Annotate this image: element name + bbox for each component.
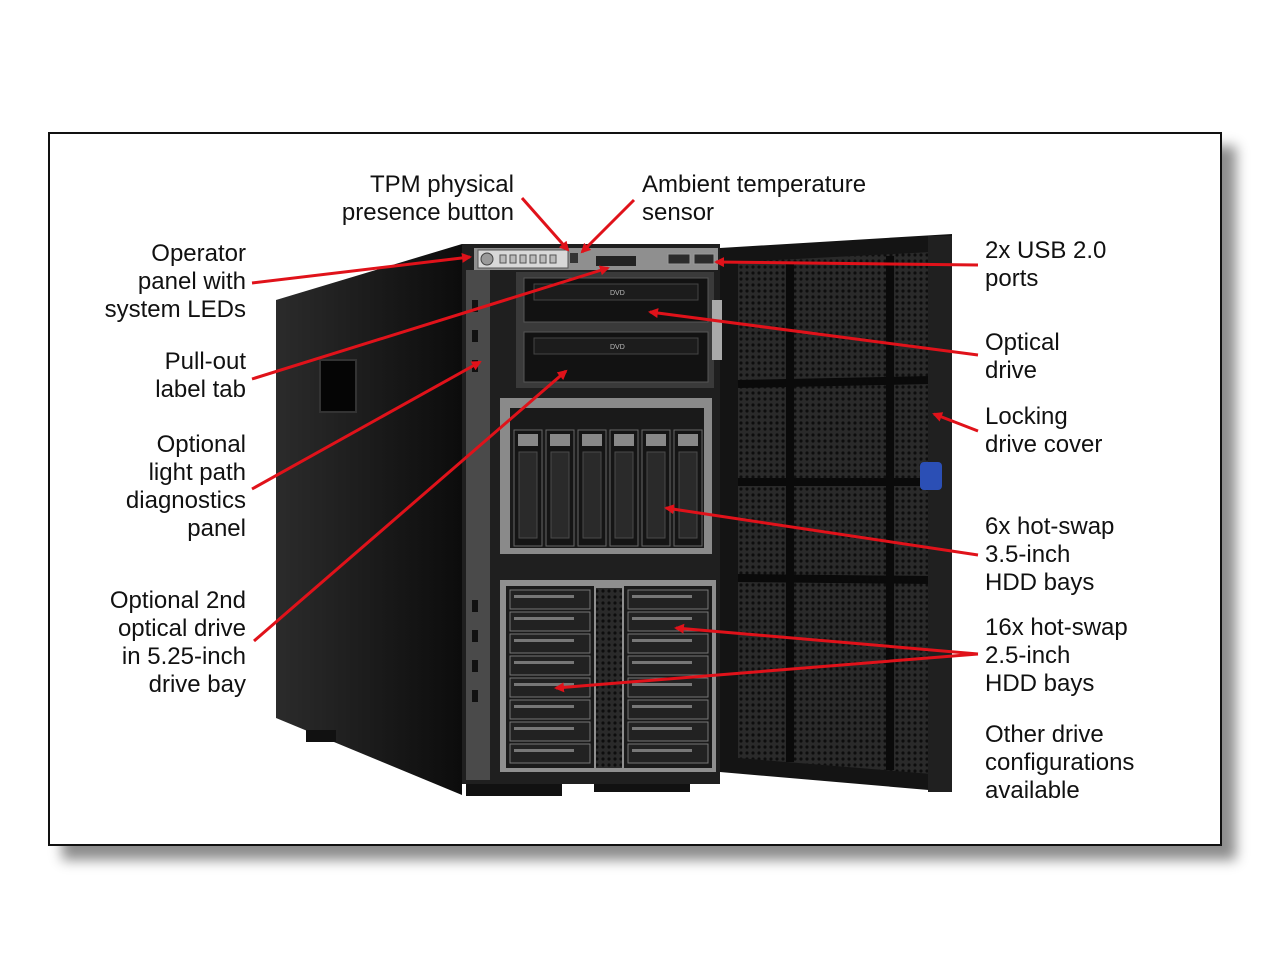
label-tpm: TPM physical presence button (341, 171, 514, 226)
hdd35-trays (513, 429, 703, 547)
chassis-side-panel (276, 244, 462, 795)
label-ambient: Ambient temperature sensor (642, 171, 867, 226)
foot-left (306, 730, 336, 742)
label-locking: Locking drive cover (985, 403, 1103, 458)
door-ribs (737, 256, 933, 770)
hdd25-vent-divider (596, 588, 622, 768)
door-hinge (712, 300, 722, 360)
label-pullout: Pull-out label tab (155, 348, 246, 403)
arrow-tpm (520, 197, 570, 252)
arrow-hdd35 (664, 504, 979, 557)
usb-port-graphic-2 (693, 253, 715, 265)
label-other: Other drive configurations available (985, 721, 1135, 804)
optical-drive-2-tray (533, 337, 699, 355)
door-edge (928, 236, 952, 792)
arrow-lightpath (251, 360, 482, 491)
arrow-optical2 (253, 369, 568, 643)
usb-port-graphic-1 (667, 253, 691, 265)
arrow-operator (251, 252, 472, 285)
arrow-usb (714, 257, 979, 268)
operator-leds (499, 254, 557, 264)
arrow-hdd25-b (554, 652, 979, 693)
front-left-rail (466, 270, 490, 780)
label-optical: Optical drive (985, 329, 1060, 384)
arrow-optical (648, 308, 979, 357)
dvd-logo-2: DVD (610, 344, 625, 351)
arrow-pullout (251, 265, 610, 381)
hdd25-trays-left (509, 589, 591, 764)
arrow-hdd25-a (674, 623, 979, 656)
front-door-mesh (738, 252, 932, 774)
ambient-sensor-graphic (596, 256, 636, 266)
label-optical2: Optional 2nd optical drive in 5.25-inch … (109, 587, 246, 698)
tpm-button-graphic (570, 253, 578, 263)
label-usb: 2x USB 2.0 ports (985, 237, 1107, 292)
arrow-ambient (580, 198, 636, 254)
door-lock-latch (920, 462, 942, 490)
power-button-graphic (480, 252, 494, 266)
side-handle (319, 359, 357, 413)
label-hdd25: 16x hot-swap 2.5-inch HDD bays (985, 614, 1128, 697)
label-operator: Operator panel with system LEDs (104, 240, 246, 323)
callout-arrows (251, 197, 979, 693)
dvd-logo-1: DVD (610, 290, 625, 297)
label-hdd35: 6x hot-swap 3.5-inch HDD bays (985, 513, 1115, 596)
arrow-locking (932, 412, 979, 433)
label-lightpath: Optional light path diagnostics panel (125, 431, 246, 542)
